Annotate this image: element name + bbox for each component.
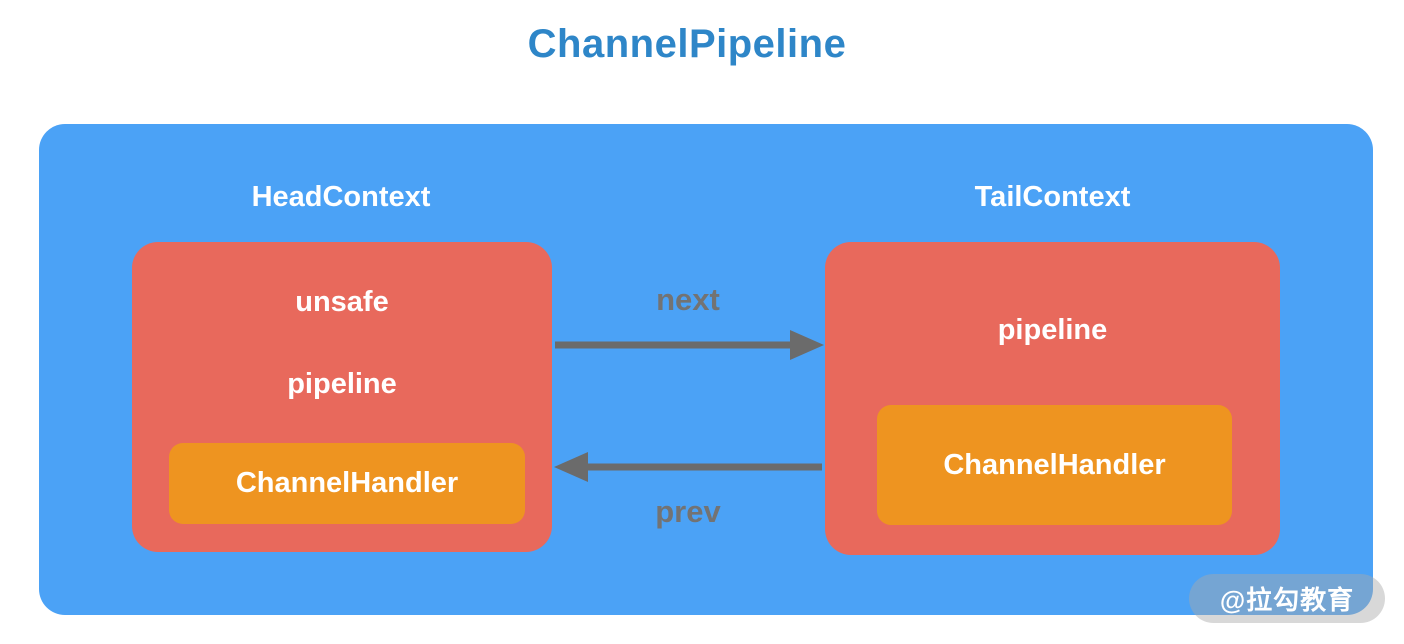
channel-pipeline-container: HeadContext TailContext unsafe pipeline … [39, 124, 1373, 615]
head-pipeline-label: pipeline [287, 368, 397, 400]
tail-pipeline-label: pipeline [997, 314, 1108, 346]
head-unsafe-label: unsafe [295, 286, 389, 318]
head-context-title: HeadContext [251, 181, 431, 213]
tail-channel-handler-box: ChannelHandler [877, 405, 1232, 525]
diagram-title: ChannelPipeline [527, 22, 847, 66]
head-context-box: unsafe pipeline ChannelHandler [132, 242, 552, 552]
head-channel-handler-box: ChannelHandler [169, 443, 525, 524]
prev-arrow-label: prev [655, 494, 721, 529]
next-arrow-label: next [656, 282, 720, 317]
tail-context-title: TailContext [974, 181, 1131, 213]
tail-context-box: pipeline ChannelHandler [825, 242, 1280, 555]
watermark-badge: @拉勾教育 [1189, 574, 1385, 623]
